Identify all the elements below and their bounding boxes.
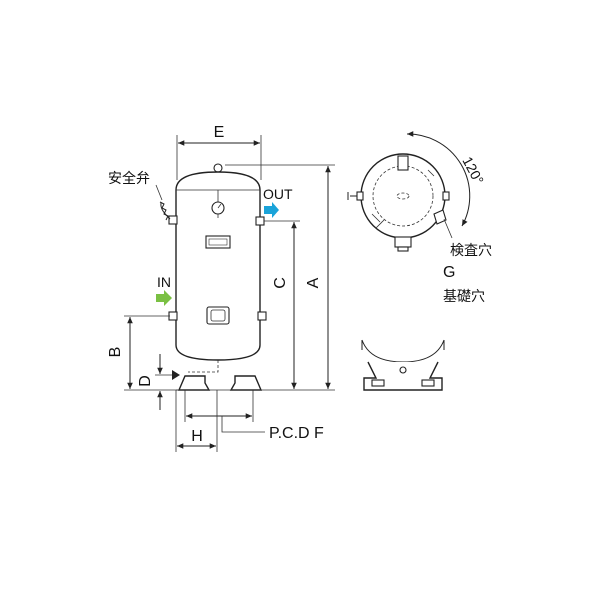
top-leg-left	[371, 213, 385, 229]
safety-valve-nozzle	[168, 215, 178, 225]
drain-valve-icon	[172, 370, 180, 380]
base-foot-left	[371, 379, 385, 387]
gauge-needle	[217, 203, 222, 209]
side-view: E 安全弁 OUT IN	[107, 124, 335, 452]
top-right-nozzle	[442, 191, 450, 201]
top-view: 120° 検査穴 G 基礎穴	[347, 131, 492, 304]
base-drain	[399, 366, 407, 374]
label-inspection-hole: 検査穴	[450, 242, 492, 258]
safety-valve-pipe	[160, 202, 171, 220]
label-c: C	[272, 277, 289, 289]
nameplate-inner	[208, 238, 228, 246]
top-nozzle	[397, 155, 409, 171]
label-g: G	[443, 264, 455, 281]
label-in: IN	[157, 274, 171, 290]
bottom-flange	[394, 236, 412, 248]
drain-pipe	[188, 360, 219, 373]
handhole	[206, 306, 230, 325]
base-view	[361, 339, 445, 391]
in-arrow-icon	[156, 290, 172, 306]
label-b: B	[107, 347, 124, 358]
base-foot-right	[421, 379, 435, 387]
label-a: A	[305, 277, 322, 288]
leg-left	[177, 375, 211, 391]
base-bottom-curve	[361, 339, 445, 363]
nameplate	[205, 235, 231, 249]
label-out: OUT	[263, 186, 293, 202]
handhole-inner	[210, 309, 226, 322]
label-safety-valve: 安全弁	[108, 170, 150, 186]
label-pcd: P.C.D F	[269, 425, 324, 442]
bottom-flange-base	[397, 246, 409, 252]
inspection-leader	[443, 218, 453, 239]
pcd-leader	[221, 416, 265, 433]
out-nozzle	[255, 216, 265, 226]
out-arrow-icon	[264, 202, 279, 218]
label-foundation-hole: 基礎穴	[443, 288, 485, 304]
label-angle: 120°	[459, 154, 487, 187]
safety-valve-icon	[159, 201, 169, 221]
angle-arc	[406, 131, 471, 227]
lower-right-nozzle	[257, 311, 267, 321]
in-nozzle	[168, 311, 178, 321]
top-left-fitting	[347, 192, 357, 200]
label-h: H	[191, 428, 203, 445]
lifting-lug	[213, 163, 223, 173]
label-d: D	[137, 375, 154, 387]
safety-valve-leader	[155, 184, 163, 201]
top-left-nozzle	[356, 191, 364, 201]
leg-right	[229, 375, 263, 391]
tank-body	[175, 171, 261, 361]
label-e: E	[214, 124, 225, 141]
